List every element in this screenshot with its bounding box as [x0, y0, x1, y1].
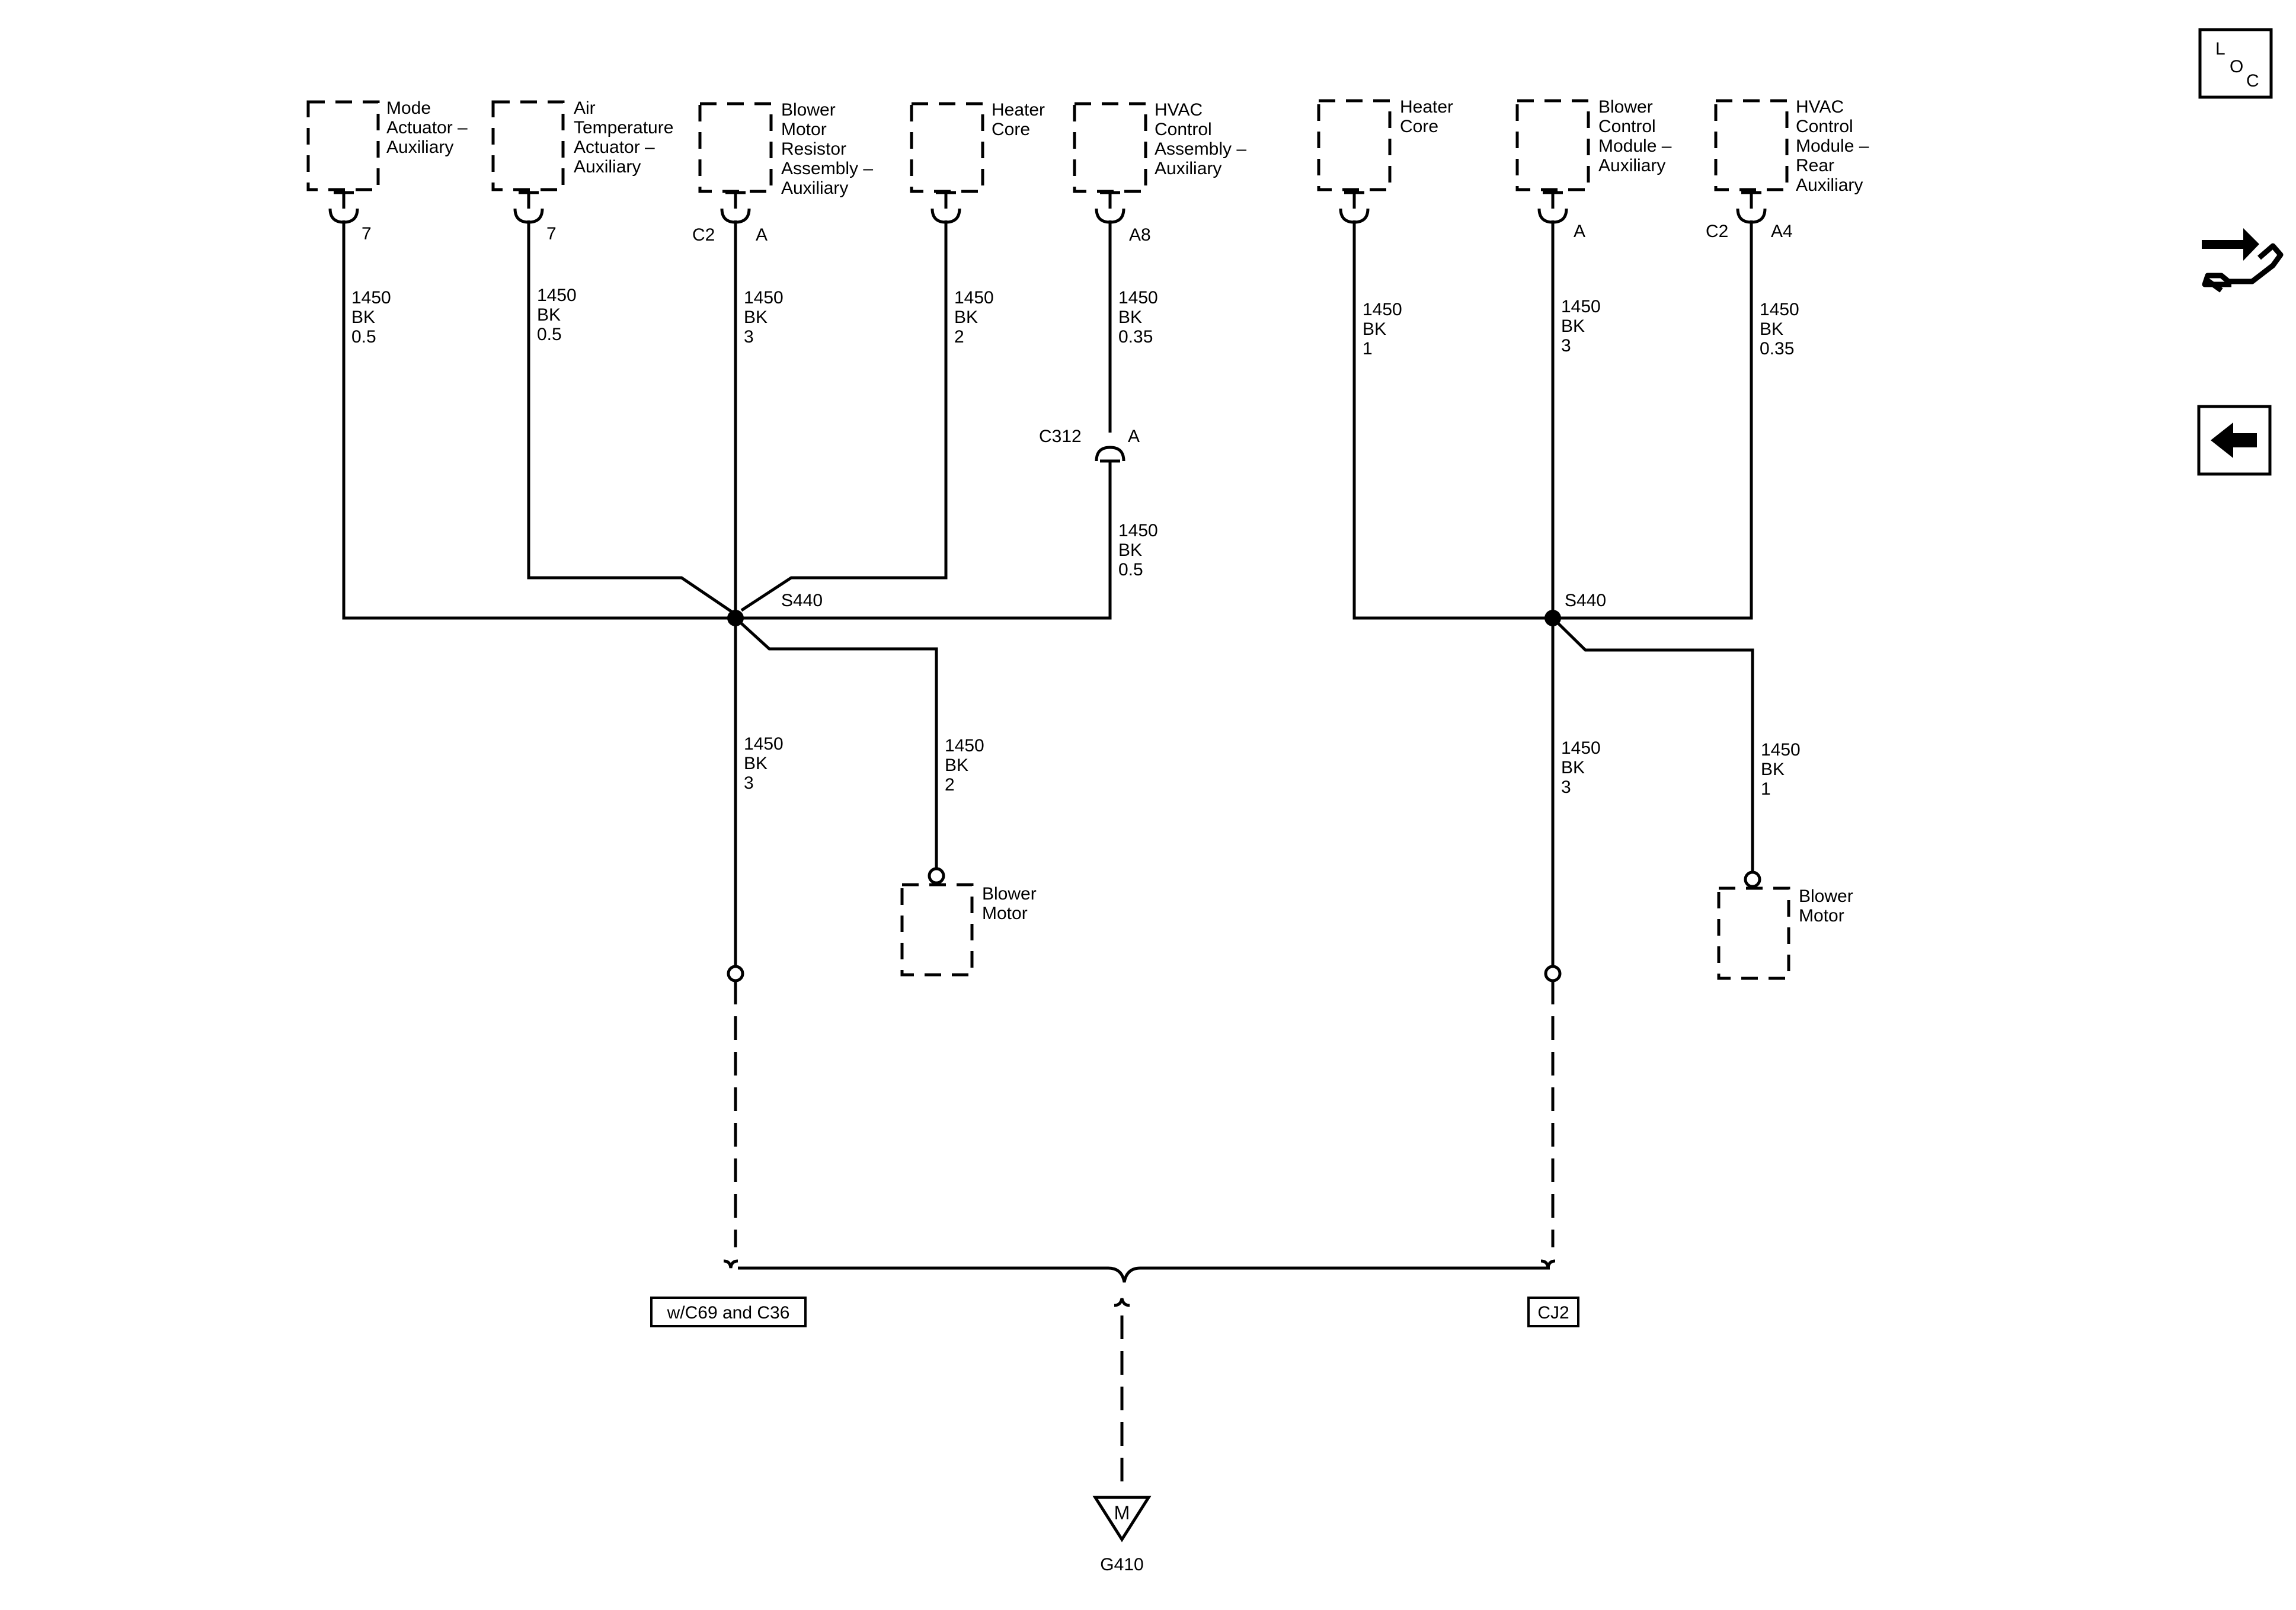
hvac-rear-label: HVAC Control Module – Rear Auxiliary [1796, 97, 1874, 195]
heater-core-left-box [910, 102, 984, 193]
blower-motor-left-box [900, 883, 974, 977]
air-temp-actuator-box [491, 100, 565, 191]
terminal-right [1544, 965, 1562, 982]
hvac-rear-box [1714, 99, 1789, 191]
heater-core-right-box [1317, 99, 1392, 191]
blower-control-module-box [1515, 99, 1590, 191]
svg-text:w/C69 and C36: w/C69 and C36 [667, 1303, 790, 1323]
pin-hvac-rear: A4 [1771, 222, 1793, 241]
blower-resistor-box [698, 102, 773, 193]
splice-point-right [1544, 610, 1561, 626]
blower-control-module-label: Blower Control Module – Auxiliary [1598, 97, 1677, 175]
mode-actuator-label: Mode Actuator – Auxiliary [386, 98, 472, 157]
heater-core-left-label: Heater Core [992, 100, 1050, 139]
wire-label-right-ground: 1450 BK 3 [1561, 738, 1606, 797]
wire-label-blower-module: 1450 BK 3 [1561, 297, 1606, 356]
wire-label-left-blower: 1450 BK 2 [945, 736, 989, 795]
splice-label-right: S440 [1565, 591, 1606, 610]
ground-name: G410 [1100, 1555, 1143, 1574]
component-boxes [306, 99, 1790, 980]
wire-label-mode: 1450 BK 0.5 [351, 288, 396, 347]
svg-text:L: L [2215, 39, 2225, 59]
svg-text:C: C [2246, 71, 2259, 91]
blower-motor-right-box [1717, 886, 1790, 980]
ground-symbol-letter: M [1114, 1502, 1130, 1523]
pin-air-temp-actuator: 7 [546, 224, 557, 244]
svg-text:O: O [2230, 57, 2243, 76]
wire-label-air: 1450 BK 0.5 [537, 286, 581, 344]
pin-blower-resistor: A [756, 225, 768, 245]
wire-label-resistor: 1450 BK 3 [744, 288, 788, 347]
wire-label-heater-left: 1450 BK 2 [954, 288, 999, 347]
terminal-left [727, 965, 744, 982]
inline-connector-name: C312 [1039, 427, 1082, 446]
connector-blower-resistor: C2 [692, 225, 715, 245]
wire-label-hvac-lower: 1450 BK 0.5 [1118, 521, 1163, 580]
connector-hand-icon[interactable] [2202, 228, 2284, 293]
svg-text:CJ2: CJ2 [1537, 1303, 1569, 1323]
inline-connector-pin: A [1128, 427, 1140, 446]
air-temp-actuator-label: Air Temperature Actuator – Auxiliary [574, 98, 679, 177]
splice-point-left [727, 610, 744, 626]
ground-bus [723, 1259, 1556, 1542]
right-wiring [1352, 220, 1754, 1247]
wire-label-heater-right: 1450 BK 1 [1363, 300, 1407, 359]
blower-motor-right-label: Blower Motor [1799, 886, 1858, 926]
blower-motor-left-label: Blower Motor [982, 884, 1041, 923]
connector-hvac-rear: C2 [1706, 222, 1728, 241]
pin-mode-actuator: 7 [362, 224, 372, 244]
wire-label-left-ground: 1450 BK 3 [744, 734, 788, 793]
blower-resistor-label: Blower Motor Resistor Assembly – Auxilia… [781, 100, 878, 198]
back-arrow-icon[interactable] [2197, 405, 2272, 476]
left-wiring [342, 220, 1112, 1247]
hvac-assembly-box [1073, 102, 1147, 193]
splice-label-left: S440 [781, 591, 823, 610]
pin-hvac-assembly: A8 [1129, 225, 1151, 245]
wire-label-hvac-upper: 1450 BK 0.35 [1118, 288, 1163, 347]
pin-blower-control-module: A [1574, 222, 1585, 241]
locator-icon[interactable]: L O C [2198, 28, 2273, 99]
option-box-right: CJ2 [1527, 1297, 1579, 1327]
heater-core-right-label: Heater Core [1400, 97, 1458, 136]
mode-actuator-box [306, 100, 380, 191]
wire-label-hvac-rear: 1450 BK 0.35 [1760, 300, 1804, 359]
hvac-assembly-label: HVAC Control Assembly – Auxiliary [1155, 100, 1251, 178]
option-box-left: w/C69 and C36 [650, 1297, 807, 1327]
wire-label-right-blower: 1450 BK 1 [1761, 740, 1805, 799]
